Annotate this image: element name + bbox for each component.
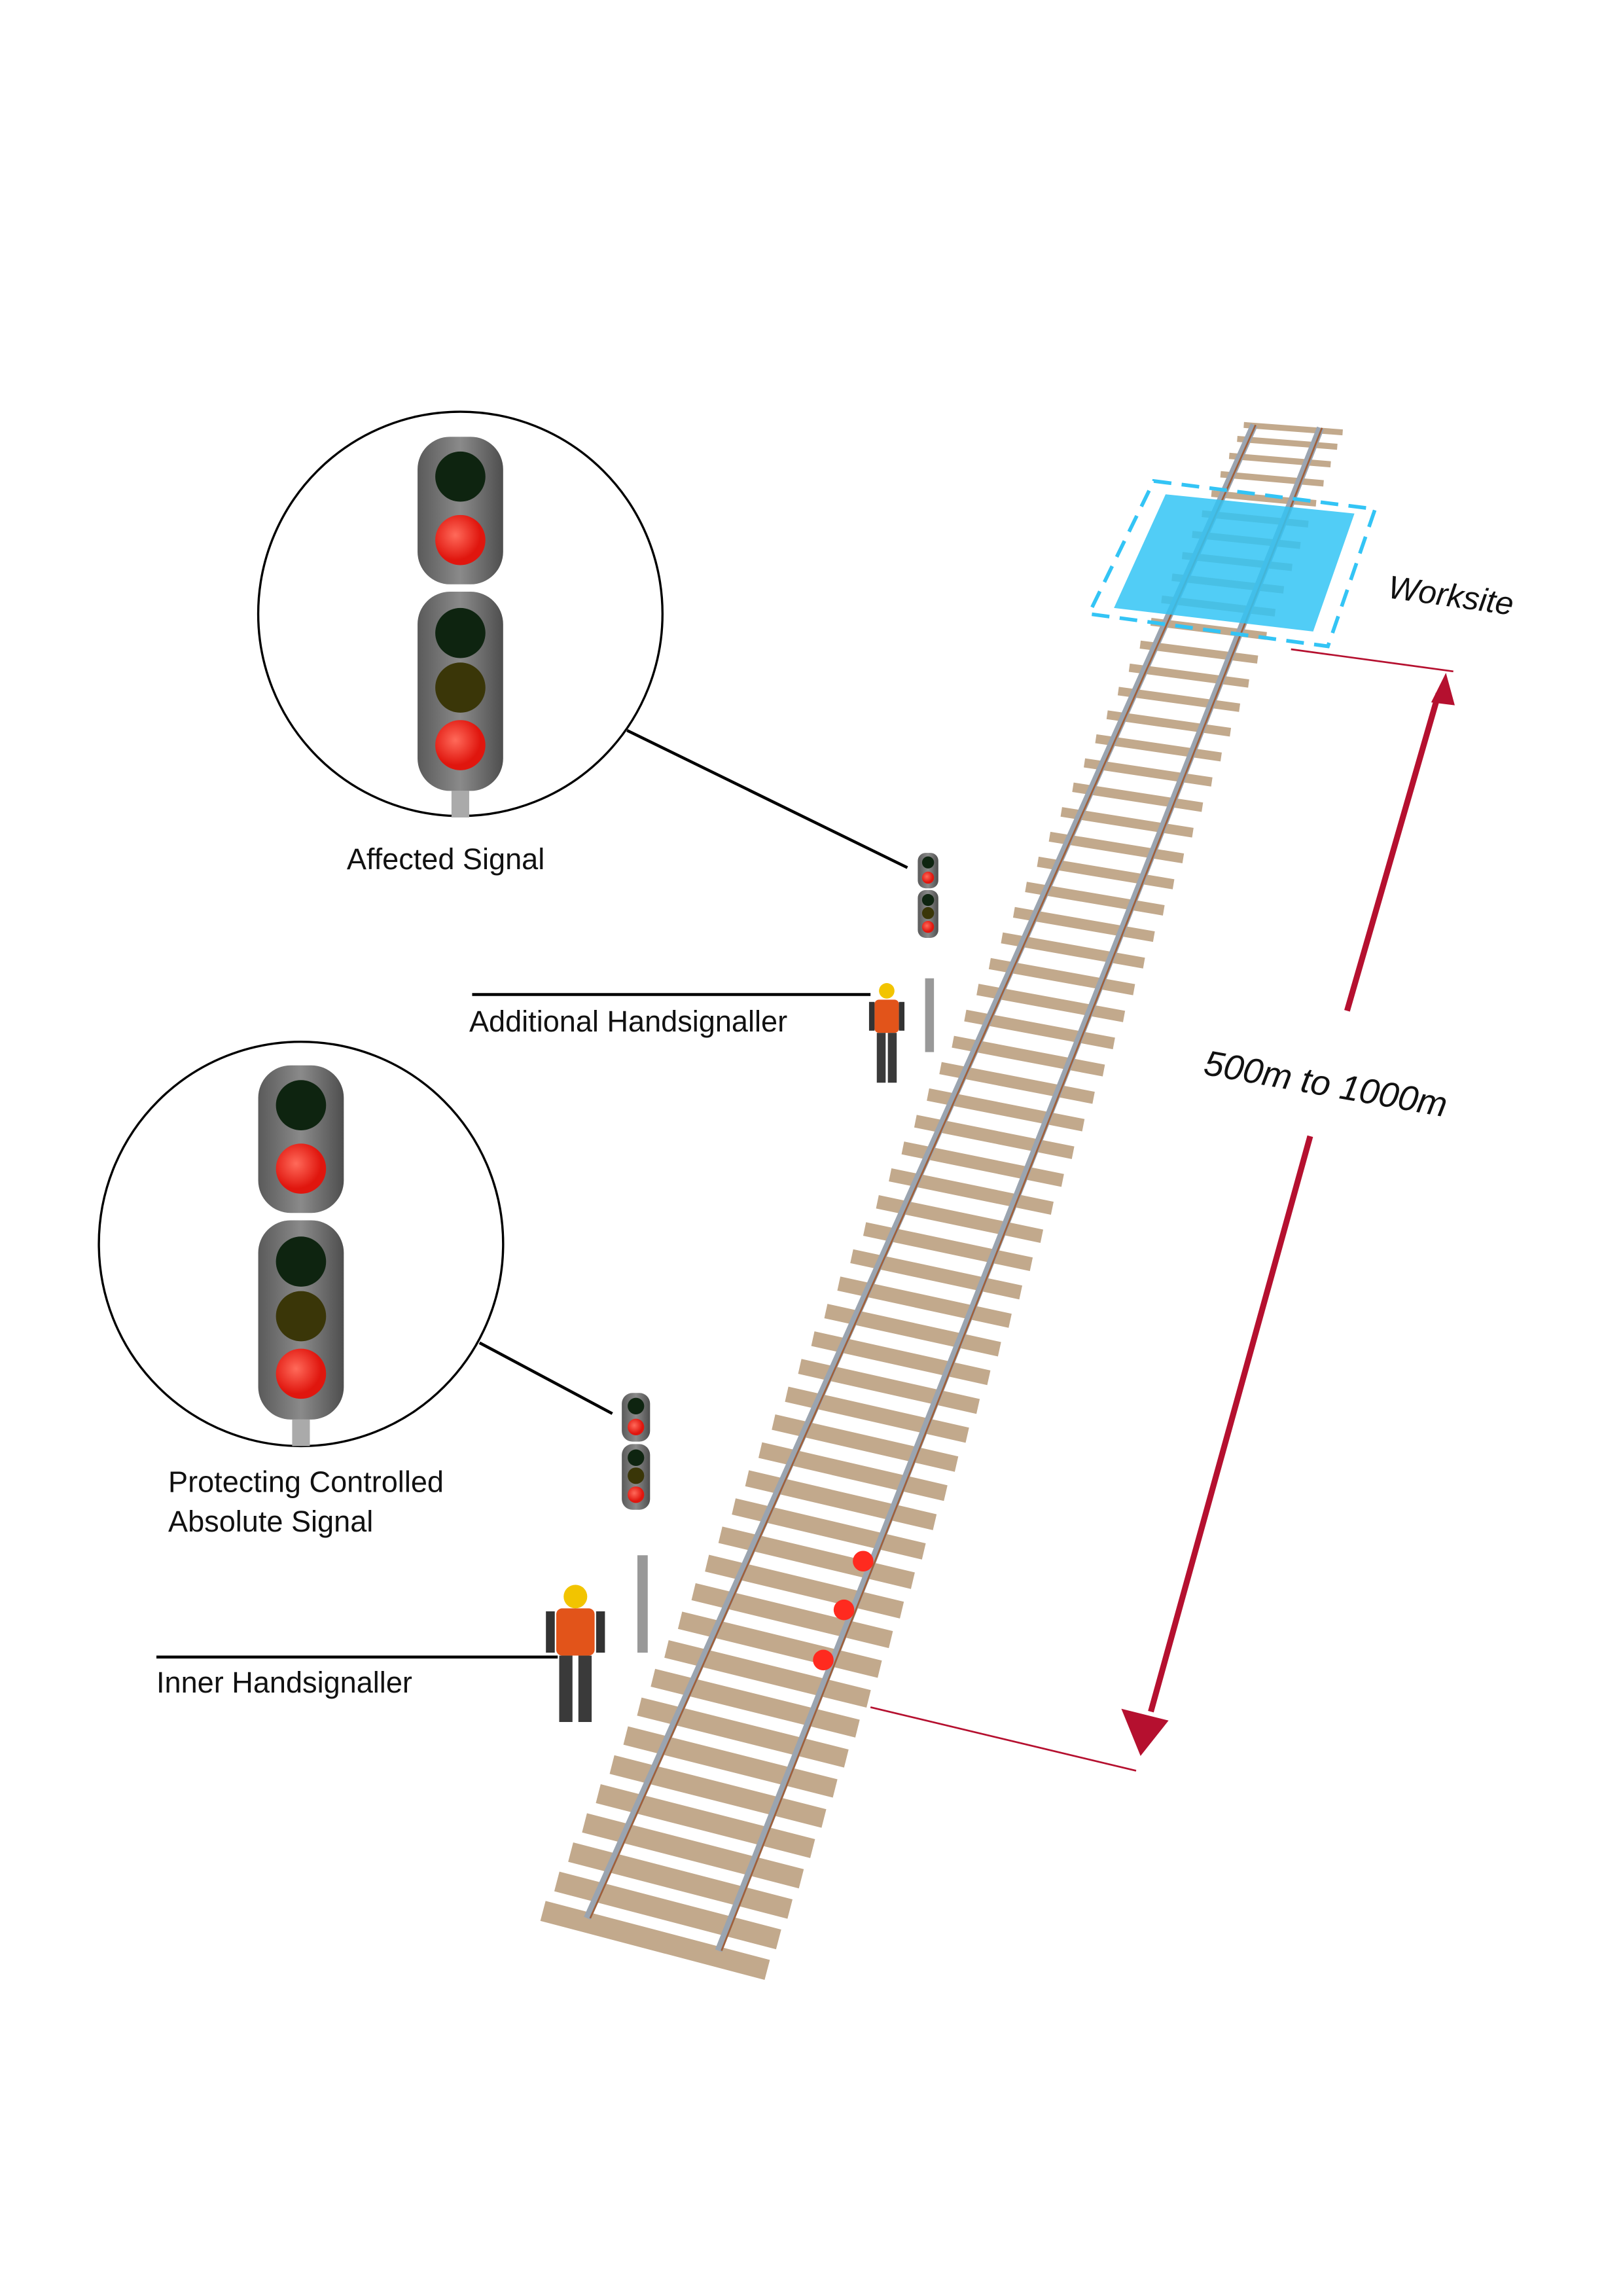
green-lamp	[435, 451, 486, 502]
inner-handsignaller-figure	[546, 1585, 605, 1722]
sleeper	[623, 1726, 838, 1798]
red-lamp-lit	[276, 1143, 327, 1194]
distance-arrow-lower	[1148, 1135, 1313, 1713]
red-lamp-lit	[921, 920, 935, 933]
inner-handsignaller-label: Inner Handsignaller	[156, 1666, 412, 1699]
green-lamp	[435, 607, 486, 658]
sleeper	[1243, 422, 1343, 436]
yellow-lamp	[435, 662, 486, 713]
green-lamp	[628, 1397, 645, 1414]
signal-post	[292, 1419, 310, 1446]
sleeper	[1128, 663, 1249, 688]
red-lamp-lit	[628, 1486, 645, 1503]
yellow-lamp	[276, 1291, 327, 1342]
sleeper	[554, 1871, 781, 1950]
arrowhead-down-icon	[1121, 1708, 1169, 1756]
additional-handsignaller-figure	[868, 983, 905, 1083]
sleeper	[1237, 435, 1338, 450]
affected-signal	[918, 853, 938, 938]
sleeper	[582, 1813, 804, 1889]
signal-post	[451, 791, 469, 817]
green-lamp	[921, 856, 935, 869]
sleeper	[1139, 640, 1258, 664]
sleeper	[1220, 471, 1324, 487]
distance-label: 500m to 1000m	[1201, 1043, 1450, 1124]
sleeper	[596, 1784, 815, 1858]
affected-signal-callout	[257, 410, 908, 869]
green-lamp	[276, 1080, 327, 1130]
protecting-signal-post	[637, 1555, 648, 1653]
track-sleepers	[540, 422, 1343, 1981]
sleeper	[1211, 490, 1317, 507]
worksite-leader-line	[1291, 648, 1454, 673]
protecting-signal-label-line1: Protecting Controlled	[168, 1465, 444, 1498]
right-rail	[715, 426, 1325, 1952]
green-lamp	[921, 893, 935, 906]
left-rail-edge	[589, 424, 1257, 1919]
red-lamp-lit	[276, 1348, 327, 1399]
sleeper	[637, 1697, 849, 1768]
worksite-area	[1114, 494, 1355, 632]
left-rail	[584, 423, 1258, 1920]
distance-arrow-upper	[1344, 692, 1442, 1012]
right-rail-edge	[721, 427, 1323, 1951]
green-lamp	[276, 1236, 327, 1287]
worksite-boundary	[1086, 478, 1378, 649]
additional-handsignaller-label: Additional Handsignaller	[469, 1005, 787, 1038]
affected-signal-post	[925, 978, 935, 1052]
yellow-lamp	[921, 906, 935, 920]
sleeper	[540, 1901, 770, 1981]
sleeper	[568, 1842, 793, 1919]
sleeper	[1228, 452, 1331, 468]
worksite-label: Worksite	[1386, 569, 1516, 622]
sleeper	[609, 1755, 827, 1828]
red-lamp-lit	[921, 871, 935, 884]
protecting-signal-label-line2: Absolute Signal	[168, 1505, 373, 1538]
detonator	[853, 1551, 874, 1572]
red-lamp-lit	[435, 514, 486, 565]
affected-signal-label: Affected Signal	[347, 842, 544, 876]
detonators	[813, 1551, 874, 1671]
red-lamp-lit	[628, 1418, 645, 1435]
sleeper	[1117, 687, 1241, 712]
start-leader-line	[870, 1706, 1137, 1772]
arrowhead-up-icon	[1431, 673, 1455, 706]
protecting-signal	[622, 1393, 651, 1510]
detonator	[813, 1649, 834, 1671]
sleeper	[1106, 710, 1232, 737]
sleeper	[1095, 734, 1222, 762]
protecting-signal-callout	[98, 1040, 613, 1448]
red-lamp-lit	[435, 720, 486, 770]
green-lamp	[628, 1449, 645, 1466]
detonator	[833, 1599, 855, 1621]
yellow-lamp	[628, 1467, 645, 1484]
